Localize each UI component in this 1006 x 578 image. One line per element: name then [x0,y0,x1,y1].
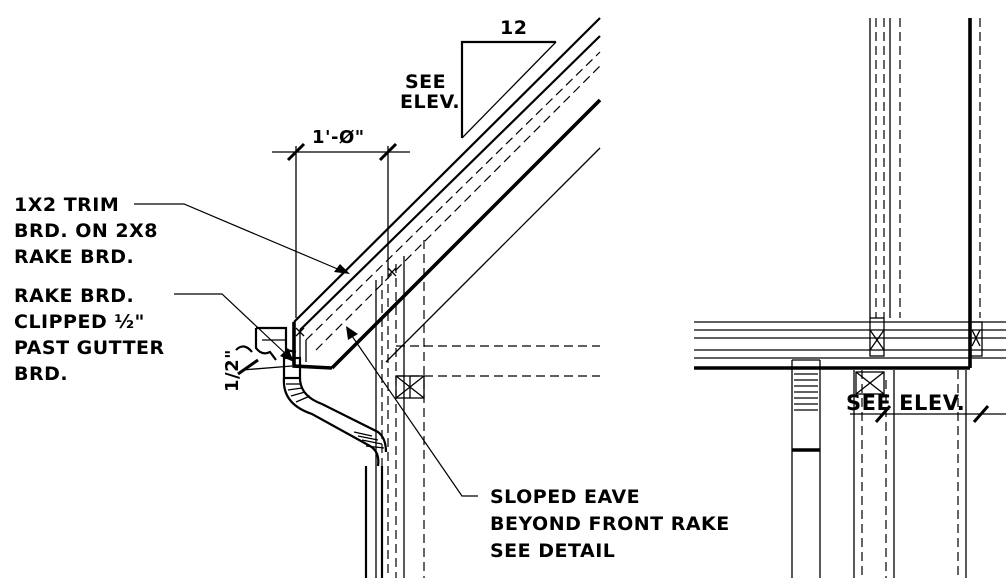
trim-note-line-1: 1X2 TRIM [14,194,119,216]
gutter-downspout [254,326,388,578]
trim-note: 1X2 TRIM BRD. ON 2X8 RAKE BRD. [14,194,350,274]
trim-note-arrowhead [334,264,350,274]
overhang-dimension: 1'-Ø" [272,127,410,318]
rake-note: RAKE BRD. CLIPPED ½" PAST GUTTER BRD. [14,285,294,385]
rake-note-line-1: RAKE BRD. [14,285,134,307]
half-inch-dimension-label: 1/2" [222,349,243,392]
roof-rake [292,17,602,370]
eave-note-line-1: SLOPED EAVE [490,486,640,508]
slope-rise-label: 12 [500,17,527,39]
eave-note-line-3: SEE DETAIL [490,540,615,562]
eave-note-arrowhead [346,326,358,340]
wall-post [375,240,600,578]
right-elevation: SEE ELEV. [694,18,1006,578]
half-inch-dimension: 1/2" [222,345,293,392]
eave-note: SLOPED EAVE BEYOND FRONT RAKE SEE DETAIL [346,326,730,562]
rake-note-line-2: CLIPPED ½" [14,311,145,333]
trim-note-line-2: BRD. ON 2X8 [14,220,158,242]
see-elev-label-top: SEE [405,71,446,93]
rake-note-arrowhead [280,348,294,362]
rake-note-line-4: BRD. [14,363,68,385]
rake-note-line-3: PAST GUTTER [14,337,165,359]
see-elev-right-label: SEE ELEV. [846,391,965,415]
slope-indicator: 12 SEE ELEV. [400,17,557,139]
trim-note-line-3: RAKE BRD. [14,246,134,268]
overhang-dimension-label: 1'-Ø" [312,127,365,148]
eave-note-line-2: BEYOND FRONT RAKE [490,513,730,535]
see-elev-label-bottom: ELEV. [400,91,460,113]
